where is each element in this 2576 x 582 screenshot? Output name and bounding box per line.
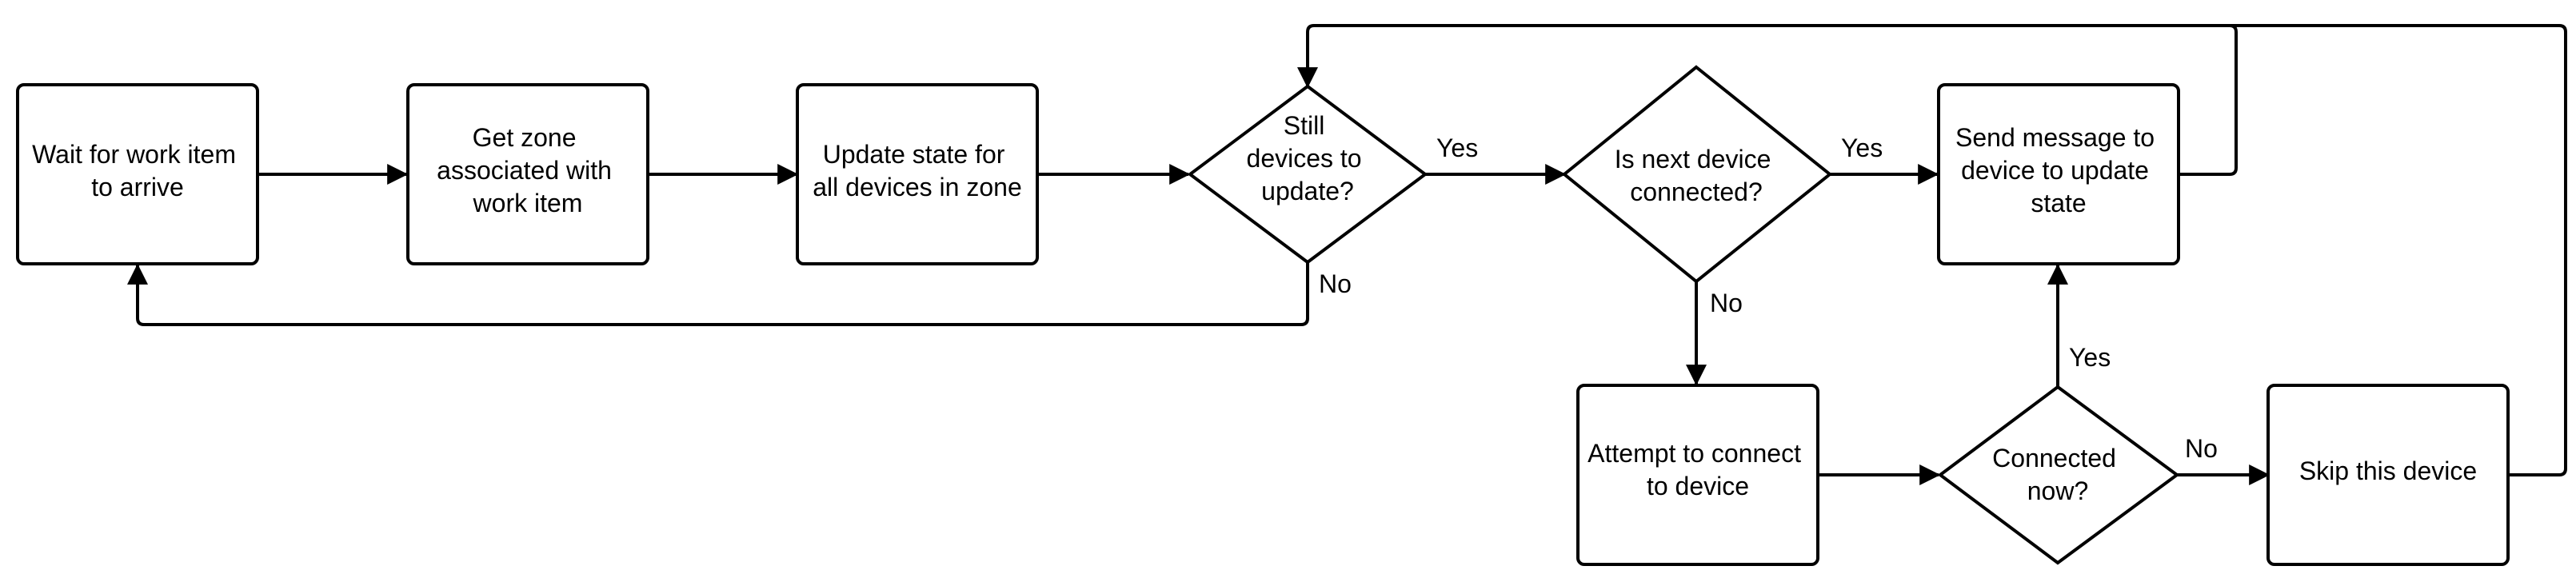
node-skip-device: Skip this device <box>2266 384 2510 566</box>
attempt-line-2: to device <box>1647 472 1749 500</box>
node-wait-for-work-item: Wait for work item to arrive <box>16 83 259 265</box>
node-next-device-connected-decision: Is next device connected? <box>1561 65 1833 284</box>
connected-line-1: Connected <box>1992 444 2116 472</box>
still-line-1: Still <box>1284 111 1325 140</box>
svg-text:Is next device connected: Is next device connected? <box>1615 145 1779 206</box>
edges <box>127 24 2567 485</box>
svg-text:Get zone associated with: Get zone associated with work item <box>437 123 619 217</box>
label-still-yes: Yes <box>1436 134 1478 162</box>
label-still-no: No <box>1319 269 1352 298</box>
still-line-2: devices to <box>1247 144 1362 173</box>
node-update-state: Update state for all devices in zone <box>796 83 1039 265</box>
node-get-zone: Get zone associated with work item <box>406 83 649 265</box>
connected-line-2: now? <box>2027 476 2089 505</box>
send-line-3: state <box>2031 189 2086 217</box>
edge-labels: Yes No Yes No Yes No <box>1319 134 2218 463</box>
node-connected-now-decision: Connected now? <box>1937 385 2180 565</box>
next-line-2: connected? <box>1630 177 1762 206</box>
getzone-line-3: work item <box>473 189 583 217</box>
send-line-1: Send message to <box>1955 123 2155 152</box>
still-line-3: update? <box>1261 177 1354 205</box>
svg-text:Wait for work item to ar: Wait for work item to arrive <box>32 140 243 201</box>
getzone-line-2: associated with <box>437 156 612 185</box>
label-next-no: No <box>1710 289 1743 317</box>
label-next-yes: Yes <box>1841 134 1883 162</box>
wait-line-1: Wait for work item <box>32 140 236 169</box>
next-line-1: Is next device <box>1615 145 1771 173</box>
svg-text:Connected now?: Connected now? <box>1992 444 2123 505</box>
node-attempt-connect: Attempt to connect to device <box>1576 384 1819 566</box>
skip-line-1: Skip this device <box>2299 456 2477 485</box>
edge-skip-back-to-still <box>1314 24 2567 476</box>
label-connected-yes: Yes <box>2069 343 2111 372</box>
svg-text:Send message to device t: Send message to device to update state <box>1955 123 2162 217</box>
svg-text:Still devices to u: Still devices to update? <box>1247 111 1369 205</box>
attempt-line-1: Attempt to connect <box>1588 439 1801 468</box>
svg-text:Skip this device: Skip this device <box>2299 456 2477 485</box>
getzone-line-1: Get zone <box>473 123 577 152</box>
label-connected-no: No <box>2185 434 2218 463</box>
edge-still-no <box>127 262 1309 326</box>
node-send-message: Send message to device to update state <box>1937 83 2180 265</box>
update-line-1: Update state for <box>823 140 1005 169</box>
svg-text:Update state for all dev: Update state for all devices in zone <box>813 140 1021 201</box>
update-line-2: all devices in zone <box>813 173 1021 201</box>
svg-text:Attempt to connect to de: Attempt to connect to device <box>1588 439 1808 500</box>
node-still-devices-decision: Still devices to update? <box>1187 84 1428 265</box>
wait-line-2: to arrive <box>91 173 184 201</box>
send-line-2: device to update <box>1961 156 2149 185</box>
